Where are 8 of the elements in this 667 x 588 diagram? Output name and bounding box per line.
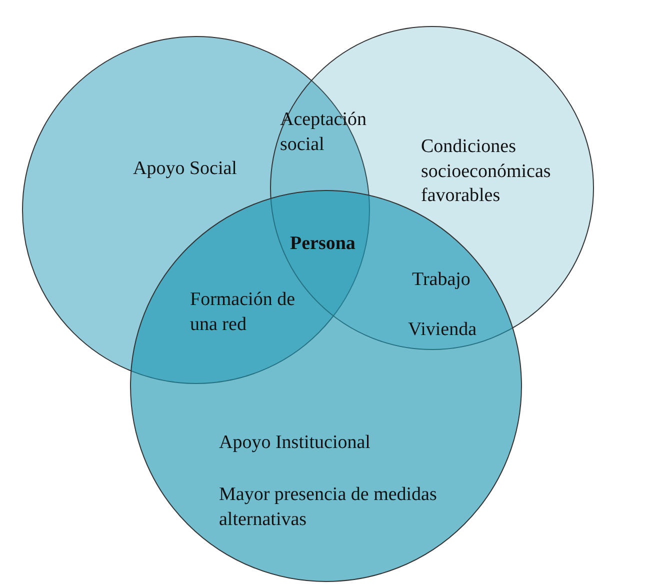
overlap-label: Vivienda [408, 318, 478, 342]
overlap-label: Trabajo [412, 268, 472, 292]
overlap-label: Formación de una red [190, 288, 296, 337]
circle-label: Apoyo Social [133, 157, 238, 181]
circle-label: Mayor presencia de medidas alternativas [219, 483, 438, 532]
circle-label: Apoyo Institucional [219, 431, 372, 455]
circle-label: Condiciones socioeconómicas favorables [421, 135, 552, 208]
center-label: Persona [290, 232, 356, 256]
